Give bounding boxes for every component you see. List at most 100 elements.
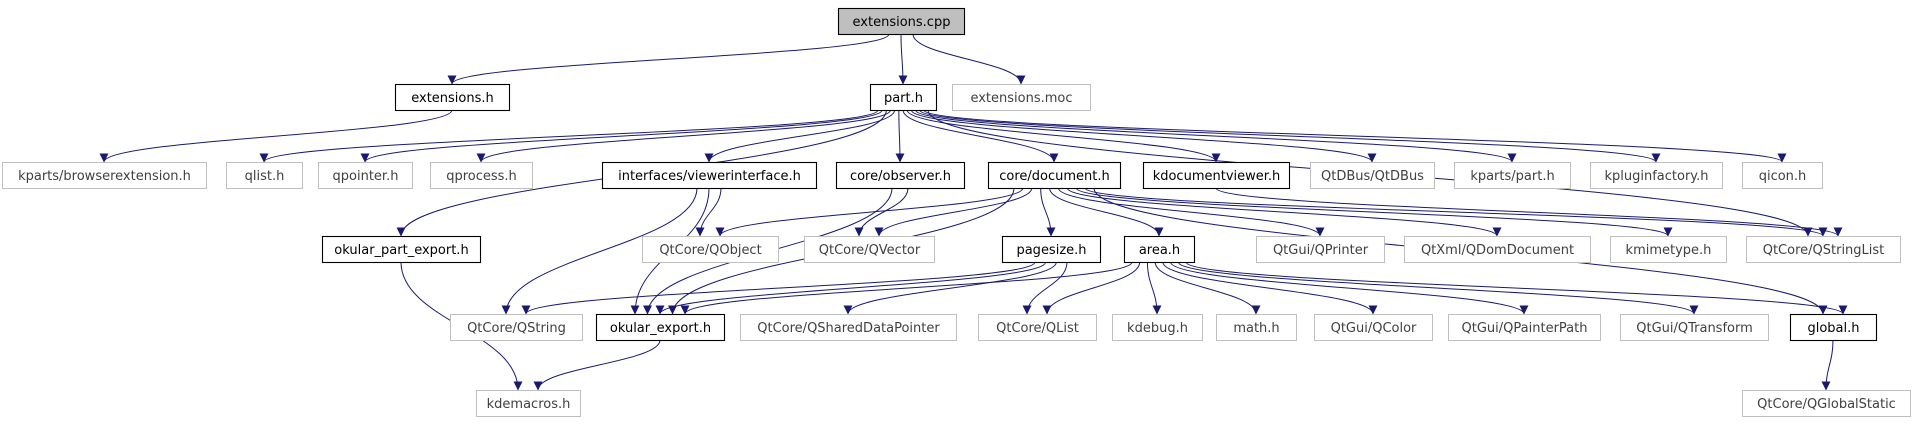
- edge-line: [680, 261, 1133, 315]
- node-qicon-h: qicon.h: [1742, 162, 1823, 189]
- edge-line: [1177, 261, 1699, 315]
- node-label: extensions.cpp: [853, 15, 951, 30]
- node-label: QtCore/QList: [996, 321, 1079, 336]
- node-extensions-cpp[interactable]: extensions.cpp: [837, 7, 966, 36]
- node-box: [595, 313, 726, 342]
- edge-part-h-to-qpointer-h: [360, 109, 883, 163]
- node-label: kdemacros.h: [487, 397, 571, 412]
- node-core-document-h[interactable]: core/document.h: [987, 161, 1122, 190]
- node-pagesize-h[interactable]: pagesize.h: [1001, 235, 1102, 264]
- edge-pagesize-h-to-qtcore-qlist: [1022, 261, 1068, 315]
- edge-core-document-h-to-qtcore-qvector: [874, 187, 1033, 237]
- node-box: [318, 162, 413, 189]
- node-box: [1789, 313, 1878, 342]
- node-label: okular_part_export.h: [334, 243, 468, 258]
- node-global-h[interactable]: global.h: [1789, 313, 1878, 342]
- edge-core-document-h-to-qtcore-qstringlist: [1084, 187, 1828, 237]
- node-box: [430, 162, 533, 189]
- edge-line: [902, 109, 1059, 163]
- edge-area-h-to-qtgui-qtransform: [1177, 261, 1699, 315]
- node-box: [450, 314, 583, 341]
- node-qtdbus-qtdbus: QtDBus/QtDBus: [1310, 162, 1435, 189]
- edge-line: [923, 109, 1787, 163]
- node-interfaces-viewerinterface-h[interactable]: interfaces/viewerinterface.h: [601, 161, 818, 190]
- node-label: QtCore/QVector: [819, 243, 921, 258]
- edge-line: [906, 109, 1221, 163]
- node-box: [952, 84, 1091, 111]
- node-core-observer-h[interactable]: core/observer.h: [835, 161, 966, 190]
- node-extensions-moc: extensions.moc: [952, 84, 1091, 111]
- node-label: qprocess.h: [446, 169, 517, 184]
- node-label: part.h: [884, 91, 923, 106]
- node-okular-part-export-h[interactable]: okular_part_export.h: [321, 235, 482, 264]
- edge-area-h-to-math-h: [1154, 261, 1261, 315]
- edge-core-document-h-to-pagesize-h: [1040, 187, 1056, 237]
- node-label: QtGui/QColor: [1331, 321, 1417, 336]
- edge-line: [259, 109, 879, 163]
- edge-area-h-to-qtcore-qlist: [1042, 261, 1141, 315]
- node-box: [476, 390, 581, 417]
- edge-line: [854, 187, 909, 237]
- node-label: QtGui/QTransform: [1636, 321, 1753, 336]
- node-label: qlist.h: [245, 169, 285, 184]
- node-kdebug-h: kdebug.h: [1112, 314, 1203, 341]
- edge-line: [521, 261, 1036, 315]
- edge-line: [715, 187, 1024, 237]
- node-box: [1314, 314, 1433, 341]
- node-label: pagesize.h: [1016, 243, 1086, 258]
- edge-line: [1075, 187, 1673, 237]
- node-box: [1001, 235, 1102, 264]
- edge-line: [1162, 261, 1378, 315]
- edge-line: [1185, 261, 1848, 315]
- edge-line: [655, 261, 1047, 315]
- edge-kdocumentviewer-h-to-qtcore-qstringlist: [1215, 187, 1843, 237]
- node-box: [987, 161, 1122, 190]
- node-box: [835, 161, 966, 190]
- node-label: core/document.h: [999, 169, 1110, 184]
- edge-area-h-to-okular-export-h: [680, 261, 1133, 315]
- node-label: extensions.h: [411, 91, 494, 106]
- node-qtgui-qtransform: QtGui/QTransform: [1620, 314, 1769, 341]
- edge-line: [1042, 261, 1141, 315]
- node-box: [1142, 161, 1291, 190]
- node-qtgui-qprinter: QtGui/QPrinter: [1256, 236, 1385, 263]
- edge-pagesize-h-to-okular-export-h: [655, 261, 1047, 315]
- edge-area-h-to-kdebug-h: [1146, 261, 1162, 315]
- edge-part-h-to-core-observer-h: [895, 109, 905, 163]
- node-qtcore-qshareddatapointer: QtCore/QSharedDataPointer: [740, 314, 957, 341]
- edge-global-h-to-qtcore-qglobalstatic: [1821, 339, 1834, 391]
- node-box: [1746, 236, 1901, 263]
- edge-core-document-h-to-qtgui-qprinter: [1057, 187, 1325, 237]
- node-okular-export-h[interactable]: okular_export.h: [595, 313, 726, 342]
- edges-layer: [99, 33, 1848, 391]
- node-box: [1256, 236, 1385, 263]
- node-label: okular_export.h: [610, 321, 711, 336]
- node-label: core/observer.h: [850, 169, 951, 184]
- node-kdemacros-h: kdemacros.h: [476, 390, 581, 417]
- node-qtcore-qstring: QtCore/QString: [450, 314, 583, 341]
- edge-part-h-to-kparts-part-h: [915, 109, 1517, 163]
- node-kparts-browserextension-h: kparts/browserextension.h: [2, 162, 207, 189]
- edge-extensions-cpp-to-extensions-moc: [912, 33, 1026, 85]
- node-box: [837, 7, 966, 36]
- node-label: kparts/part.h: [1470, 169, 1554, 184]
- edge-part-h-to-qprocess-h: [476, 109, 891, 163]
- edge-core-document-h-to-kmimetype-h: [1075, 187, 1673, 237]
- edge-line: [1154, 261, 1261, 315]
- edge-line: [895, 109, 905, 163]
- node-kdocumentviewer-h[interactable]: kdocumentviewer.h: [1142, 161, 1291, 190]
- edge-line: [704, 109, 896, 163]
- edge-line: [99, 109, 453, 163]
- edge-line: [360, 109, 883, 163]
- node-part-h[interactable]: part.h: [869, 83, 938, 112]
- node-qtcore-qvector: QtCore/QVector: [804, 236, 935, 263]
- node-qtcore-qglobalstatic: QtCore/QGlobalStatic: [1742, 390, 1911, 417]
- edge-part-h-to-qicon-h: [923, 109, 1787, 163]
- node-box: [1216, 314, 1297, 341]
- edge-line: [874, 187, 1033, 237]
- node-qtxml-qdomdocument: QtXml/QDomDocument: [1404, 236, 1591, 263]
- edge-part-h-to-qlist-h: [259, 109, 879, 163]
- node-area-h[interactable]: area.h: [1123, 235, 1196, 264]
- node-extensions-h[interactable]: extensions.h: [394, 83, 511, 112]
